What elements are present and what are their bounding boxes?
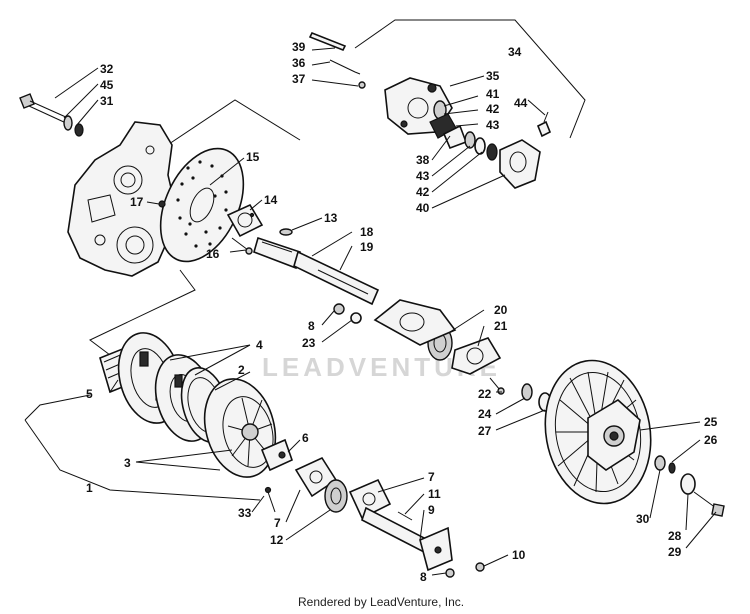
callout-14: 14: [264, 193, 278, 207]
disc-hub-14: [226, 203, 264, 238]
group-bracket-lines: [24, 19, 586, 501]
callout-18: 18: [360, 225, 374, 239]
callout-42-upper: 42: [486, 102, 500, 116]
callout-19: 19: [360, 240, 374, 254]
callout-24: 24: [478, 407, 492, 421]
screw-17: [158, 200, 166, 208]
callout-42-lower: 42: [416, 185, 430, 199]
credit-text: Rendered by LeadVenture, Inc.: [298, 595, 464, 609]
key-13: [279, 228, 293, 236]
callout-17: 17: [130, 195, 144, 209]
callout-4: 4: [256, 338, 263, 352]
bearing-bracket: [373, 299, 457, 346]
nut-8-lower: [445, 568, 455, 578]
callout-31: 31: [100, 94, 114, 108]
callout-leader-lines: [54, 47, 717, 576]
washer-26: [668, 462, 676, 474]
callout-23: 23: [302, 336, 316, 350]
seal-42-43-stack: [464, 131, 498, 161]
callout-8-upper: 8: [308, 319, 315, 333]
callout-16: 16: [206, 247, 220, 261]
callout-9: 9: [428, 503, 435, 517]
drive-clutch-movable-sheave-3: [203, 378, 277, 478]
bolt-16: [231, 237, 253, 255]
bolt-33: [264, 486, 276, 513]
spacer-24: [521, 383, 533, 401]
washer-28: [680, 473, 696, 495]
drive-clutch-cover-6: [260, 438, 293, 472]
callout-37: 37: [292, 72, 306, 86]
callout-1: 1: [86, 481, 93, 495]
brake-pads-38: [429, 113, 468, 150]
callout-7-lower: 7: [274, 516, 281, 530]
callout-10: 10: [512, 548, 526, 562]
bearing-flange-21: [451, 337, 502, 375]
callout-11: 11: [428, 487, 441, 501]
callout-2: 2: [238, 363, 245, 377]
caliper-pin-39: [308, 31, 347, 52]
callout-39: 39: [292, 40, 306, 54]
bleeder-screw-44: [536, 111, 552, 138]
callout-43-lower: 43: [416, 169, 430, 183]
callout-7-rear: 7: [428, 470, 435, 484]
washer-23: [350, 312, 362, 324]
callout-21: 21: [494, 319, 508, 333]
callout-44: 44: [514, 96, 528, 110]
spacer-30: [654, 455, 666, 471]
plug-10: [475, 562, 485, 572]
callout-38: 38: [416, 153, 430, 167]
cotter-pin-36: [329, 59, 361, 75]
callout-27: 27: [478, 424, 492, 438]
callout-5: 5: [86, 387, 93, 401]
callout-labels: 32 45 31 39 36 37 34 35 41 42 43 44 38 4…: [86, 40, 718, 584]
washer-45: [63, 115, 73, 131]
driven-clutch-25: [544, 359, 652, 505]
caliper-housing-40: [499, 139, 541, 189]
callout-33: 33: [238, 506, 252, 520]
callout-6: 6: [302, 431, 309, 445]
callout-3: 3: [124, 456, 131, 470]
callout-32: 32: [100, 62, 114, 76]
callout-30: 30: [636, 512, 650, 526]
nut-8-upper: [333, 303, 345, 315]
shaft-end-plate: [419, 526, 453, 572]
callout-43-upper: 43: [486, 118, 500, 132]
callout-15: 15: [246, 150, 260, 164]
callout-29: 29: [668, 545, 682, 559]
callout-12: 12: [270, 533, 284, 547]
bearing-12: [324, 479, 348, 513]
bolt-29: [693, 491, 725, 517]
callout-25: 25: [704, 415, 718, 429]
callout-36: 36: [292, 56, 306, 70]
callout-28: 28: [668, 529, 682, 543]
callout-35: 35: [486, 69, 500, 83]
key-11: [397, 511, 413, 521]
callout-13: 13: [324, 211, 338, 225]
nut-37: [358, 81, 366, 89]
callout-34: 34: [508, 45, 522, 59]
callout-26: 26: [704, 433, 718, 447]
jackshaft: [253, 236, 380, 306]
callout-22: 22: [478, 387, 492, 401]
callout-8-lower: 8: [420, 570, 427, 584]
washer-31: [74, 123, 84, 137]
axle-shaft-9: [361, 506, 429, 554]
bearing-flange-7-rear: [348, 478, 392, 520]
housing-bolt-32: [19, 93, 69, 124]
callout-40: 40: [416, 201, 430, 215]
callout-41: 41: [486, 87, 500, 101]
callout-45: 45: [100, 78, 114, 92]
callout-20: 20: [494, 303, 508, 317]
crankcase-housing: [67, 121, 176, 277]
